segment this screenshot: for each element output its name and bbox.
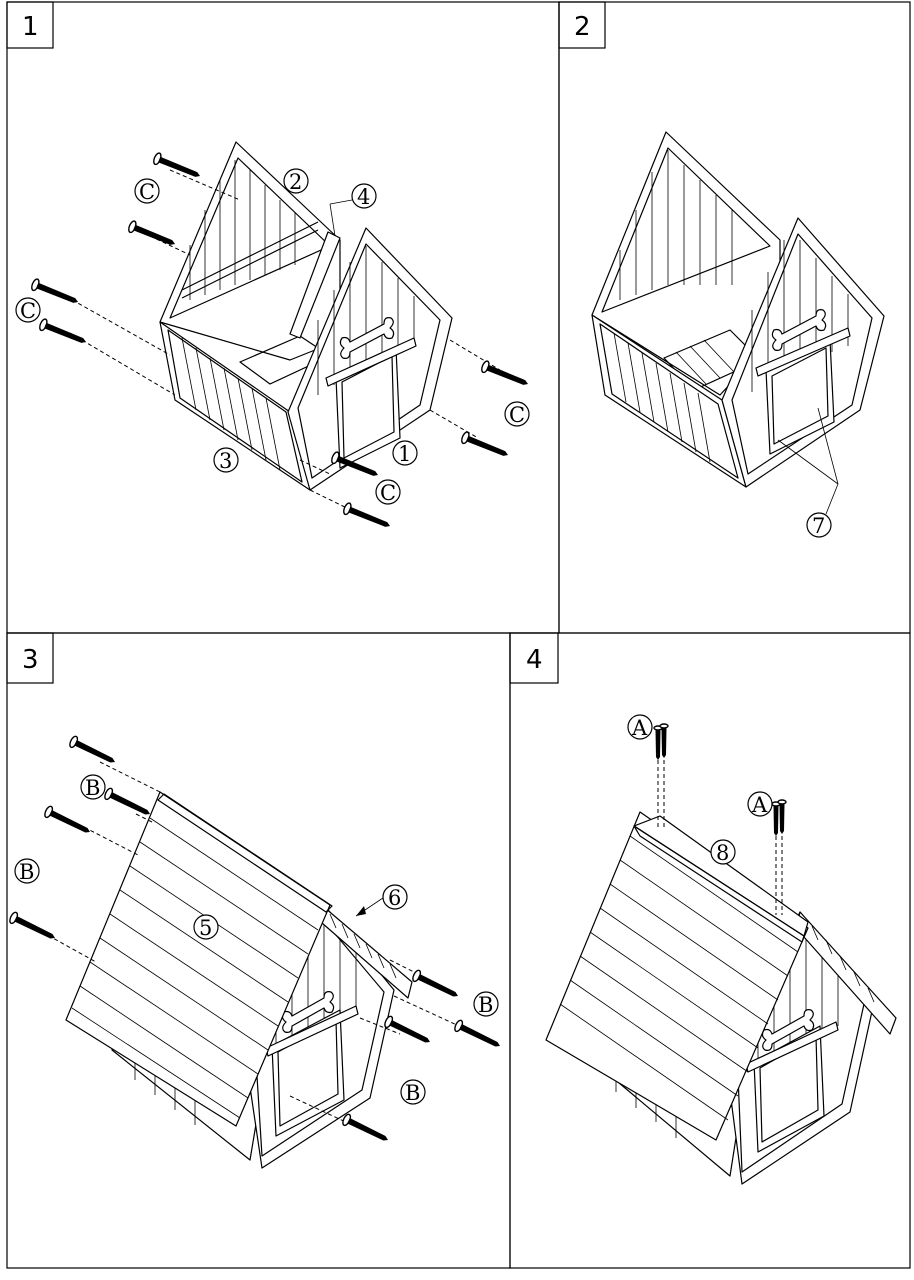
svg-text:2: 2 (574, 12, 591, 42)
screw-b-icon (452, 1018, 504, 1053)
svg-text:B: B (85, 776, 100, 800)
svg-text:C: C (20, 299, 36, 323)
label-screw-a: A (627, 714, 653, 740)
step-4-number: 4 (509, 632, 559, 684)
screw-c-icon (151, 151, 203, 183)
screw-a-icon (771, 801, 781, 837)
step-3-number: 3 (6, 632, 54, 684)
screw-b-icon (7, 910, 59, 945)
svg-text:7: 7 (812, 514, 825, 538)
svg-text:6: 6 (388, 886, 401, 910)
step-2-number: 2 (558, 1, 606, 49)
screw-b-icon (42, 804, 94, 839)
svg-text:1: 1 (22, 12, 39, 42)
svg-text:B: B (478, 993, 493, 1017)
label-screw-b: B (80, 774, 106, 800)
part-2-back-gable (159, 141, 341, 361)
step-4-diagram: A A 8 (545, 714, 897, 1185)
svg-text:5: 5 (199, 916, 212, 940)
svg-text:C: C (139, 180, 155, 204)
panel-grid (6, 1, 911, 1269)
label-part-8: 8 (710, 839, 736, 865)
step-3-diagram: B B B B 5 6 (7, 734, 504, 1169)
step-1-diagram: 2 4 C C C C 3 1 (15, 141, 531, 533)
screw-c-icon (479, 359, 531, 391)
svg-text:C: C (380, 481, 396, 505)
screw-b-icon (340, 1112, 392, 1147)
label-screw-a: A (747, 791, 773, 817)
svg-text:B: B (19, 860, 34, 884)
step-2-diagram: 7 (591, 131, 885, 538)
svg-text:3: 3 (219, 449, 232, 473)
part-5-roof-panel (65, 791, 333, 1127)
label-screw-c: C (134, 178, 160, 204)
svg-text:A: A (631, 716, 648, 740)
label-screw-c: C (375, 479, 401, 505)
svg-text:4: 4 (357, 185, 370, 209)
screw-b-icon (102, 786, 154, 821)
screw-a-icon (653, 725, 663, 761)
label-screw-b: B (400, 1079, 426, 1105)
svg-text:3: 3 (22, 645, 39, 675)
label-part-5: 5 (193, 914, 219, 940)
screw-b-icon (67, 734, 119, 769)
part-4-roof-support (289, 231, 341, 339)
svg-text:4: 4 (526, 645, 543, 675)
label-part-2: 2 (283, 168, 309, 194)
svg-text:B: B (405, 1081, 420, 1105)
svg-text:1: 1 (398, 442, 411, 466)
svg-text:C: C (509, 403, 525, 427)
step-1-number: 1 (6, 1, 54, 49)
screw-c-icon (341, 501, 393, 533)
screw-c-icon (37, 317, 89, 349)
label-screw-b: B (473, 991, 499, 1017)
label-part-3: 3 (213, 447, 239, 473)
svg-text:2: 2 (289, 170, 302, 194)
part-1-front-wall (287, 227, 453, 491)
label-part-7: 7 (806, 512, 832, 538)
label-screw-b: B (14, 858, 40, 884)
screw-b-icon (410, 968, 462, 1003)
svg-text:A: A (751, 793, 768, 817)
label-part-4: 4 (351, 183, 377, 209)
label-part-1: 1 (392, 440, 418, 466)
screw-c-icon (459, 430, 511, 462)
label-part-6: 6 (382, 884, 408, 910)
screw-b-icon (382, 1014, 434, 1049)
svg-text:8: 8 (716, 841, 729, 865)
label-screw-c: C (504, 401, 530, 427)
label-screw-c: C (15, 297, 41, 323)
